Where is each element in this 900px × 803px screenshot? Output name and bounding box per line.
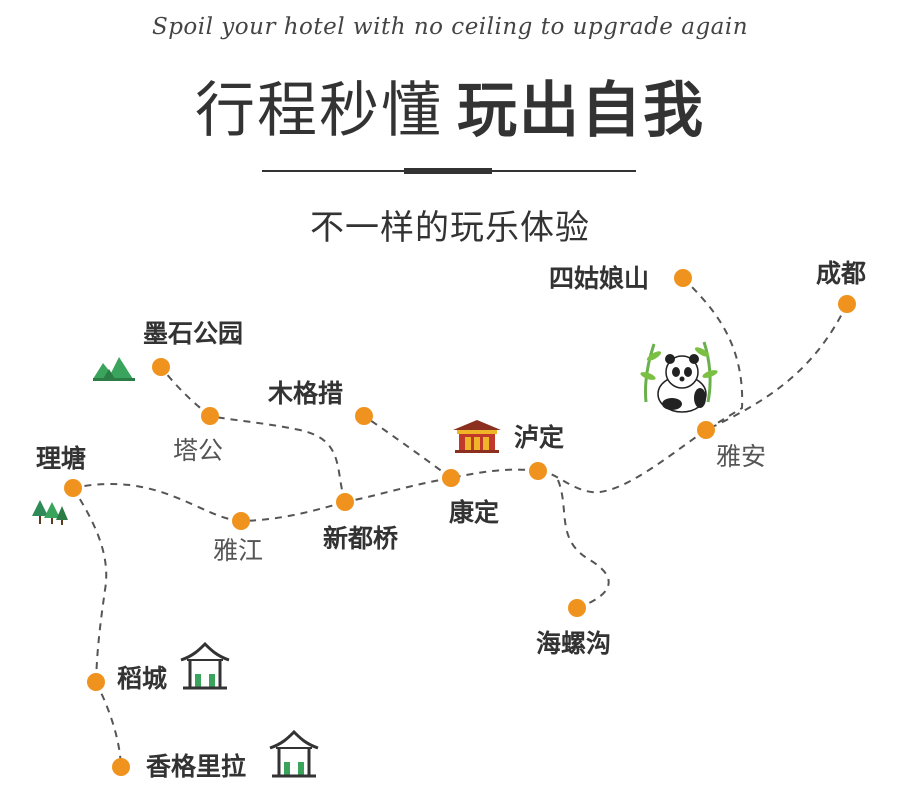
temple-icon: [453, 420, 501, 453]
label-tagong: 塔公: [173, 436, 223, 465]
route-xindouqiao-tagong: [209, 415, 346, 503]
stop-daocheng: [87, 673, 105, 691]
route-tagong-moshi: [160, 366, 211, 417]
stop-luding: [529, 462, 547, 480]
route-chengdu-yaan: [705, 303, 848, 431]
stop-siguniang: [674, 269, 692, 287]
route-luding-hailuogou: [557, 479, 610, 609]
route-kangding-xindouqiao: [344, 477, 452, 503]
route-siguniang-yaan: [682, 277, 744, 431]
route-luding-kangding: [450, 468, 539, 479]
route-stops: [64, 269, 856, 776]
stop-kangding: [442, 469, 460, 487]
stop-shangrila: [112, 758, 130, 776]
stop-chengdu: [838, 295, 856, 313]
page-title: 行程秒懂玩出自我: [0, 62, 900, 149]
panda-icon: [640, 341, 718, 413]
title-divider-accent: [404, 168, 492, 174]
title-bold: 玩出自我: [457, 76, 705, 146]
stop-yajiang: [232, 512, 250, 530]
label-luding: 泸定: [514, 423, 564, 452]
stop-moshi: [152, 358, 170, 376]
route-kangding-mugecuo: [363, 415, 452, 479]
forest-icon: [32, 500, 68, 525]
stop-tagong: [201, 407, 219, 425]
label-chengdu: 成都: [816, 259, 866, 288]
label-yajiang: 雅江: [213, 536, 263, 565]
stop-litang: [64, 479, 82, 497]
label-litang: 理塘: [36, 444, 86, 473]
title-light: 行程秒懂: [195, 76, 443, 146]
stop-yaan: [697, 421, 715, 439]
label-siguniang: 四姑娘山: [549, 264, 649, 293]
route-xindouqiao-yajiang: [240, 501, 346, 522]
place-labels: 成都 四姑娘山 雅安 泸定 康定 海螺沟 木格措 新都桥 塔公 墨石公园 雅江 …: [36, 259, 866, 781]
tagline: Spoil your hotel with no ceiling to upgr…: [151, 14, 749, 40]
label-mugecuo: 木格措: [267, 379, 343, 408]
mountain-icon: [93, 357, 135, 381]
label-kangding: 康定: [449, 498, 499, 527]
label-daocheng: 稻城: [117, 664, 167, 693]
route-yajiang-litang: [72, 483, 242, 522]
stop-mugecuo: [355, 407, 373, 425]
route-litang-daocheng: [72, 487, 108, 683]
label-yaan: 雅安: [716, 442, 766, 471]
route-daocheng-shangrila: [95, 681, 122, 768]
stop-hailuogou: [568, 599, 586, 617]
label-moshi: 墨石公园: [143, 319, 243, 348]
label-xindouqiao: 新都桥: [323, 524, 398, 553]
route-yaan-luding: [537, 429, 707, 494]
stop-xindouqiao: [336, 493, 354, 511]
subtitle: 不一样的玩乐体验: [310, 208, 590, 248]
label-shangrila: 香格里拉: [146, 752, 246, 781]
label-hailuogou: 海螺沟: [536, 629, 611, 658]
pavilion-icon: [269, 729, 319, 778]
pavilion-icon: [180, 641, 230, 690]
